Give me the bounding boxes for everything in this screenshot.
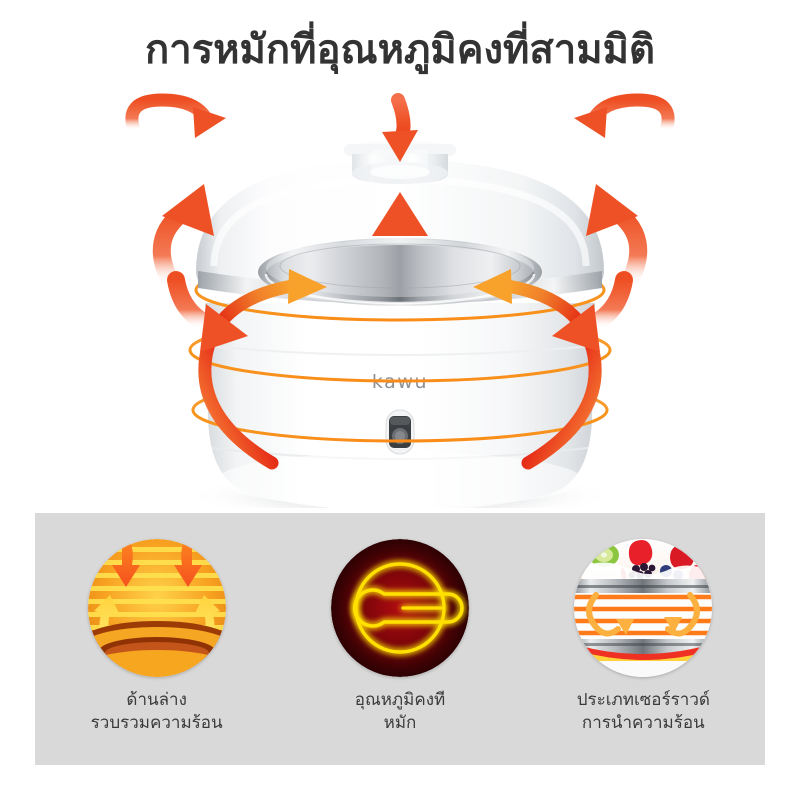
feature-caption: ประเภทเซอร์ราวด์ การนำความร้อน — [577, 689, 710, 736]
power-switch — [385, 409, 415, 455]
caption-line-2: หมัก — [383, 713, 417, 734]
constant-temperature-thermometer-icon — [330, 539, 469, 677]
feature-item: ด้านล่าง รวบรวมความร้อน — [44, 539, 269, 736]
feature-list: ด้านล่าง รวบรวมความร้อน — [35, 513, 765, 765]
feature-item: ประเภทเซอร์ราวด์ การนำความร้อน — [531, 539, 756, 736]
heat-circulation-arrows — [198, 269, 602, 470]
feature-panel: ด้านล่าง รวบรวมความร้อน — [35, 513, 765, 765]
product-hero-illustration: kawu — [0, 88, 800, 508]
steam-flow-arrows — [125, 93, 675, 352]
feature-item: อุณหภูมิคงที หมัก — [287, 539, 512, 736]
surround-heat-conduction-icon — [574, 539, 713, 677]
bottom-heat-gather-icon — [87, 539, 226, 677]
caption-line-1: อุณหภูมิคงที — [354, 690, 446, 710]
caption-line-1: ด้านล่าง — [126, 690, 187, 710]
feature-caption: ด้านล่าง รวบรวมความร้อน — [91, 689, 223, 736]
caption-line-2: รวบรวมความร้อน — [90, 713, 223, 734]
feature-caption: อุณหภูมิคงที หมัก — [355, 689, 445, 736]
caption-line-1: ประเภทเซอร์ราวด์ — [576, 690, 710, 710]
page-title: การหมักที่อุณหภูมิคงที่สามมิติ — [145, 27, 655, 73]
caption-line-2: การนำความร้อน — [581, 713, 705, 734]
